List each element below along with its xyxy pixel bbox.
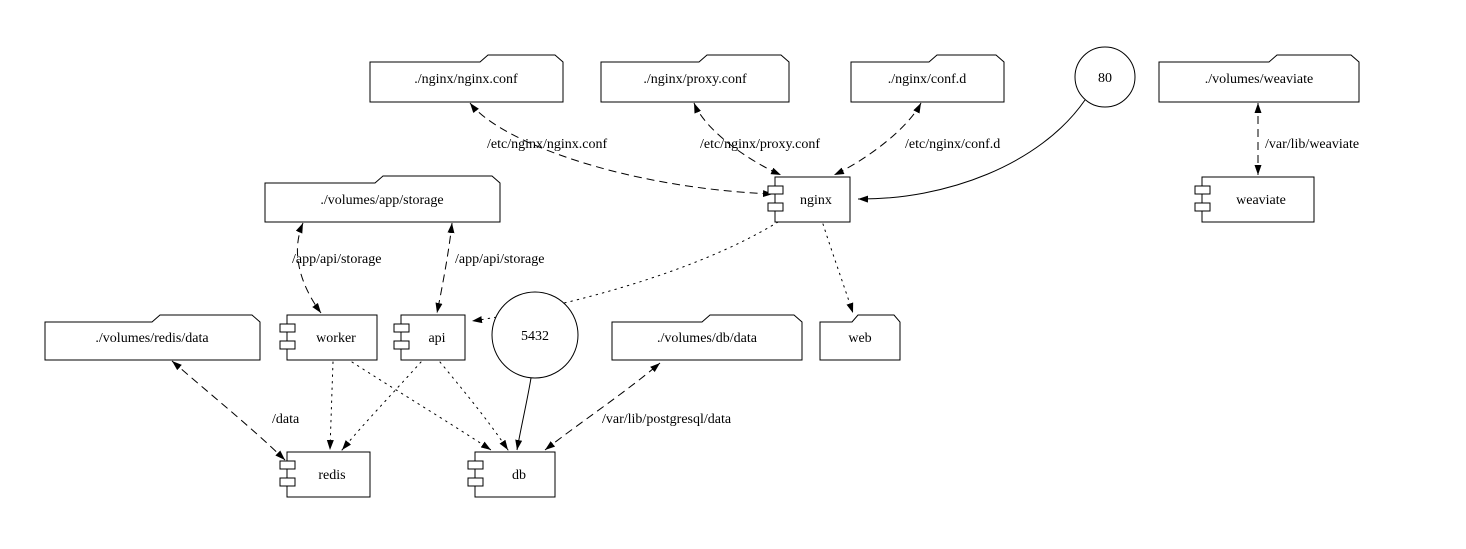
component-node-worker-label: worker: [316, 331, 356, 346]
edge-port-80-to-nginx: [857, 99, 1086, 203]
edge-api-to-db: [439, 361, 509, 451]
edge-port-5432-to-db: [515, 377, 532, 451]
port-node-5432: 5432: [491, 291, 579, 379]
folder-icon: [611, 314, 803, 361]
folder-node-db-data-label: ./volumes/db/data: [657, 331, 758, 346]
edge-proxy-conf-to-nginx: [693, 102, 782, 176]
folder-node-conf-d: ./nginx/conf.d: [850, 54, 1005, 103]
edge-app-storage-to-worker: [295, 222, 322, 314]
component-body: [774, 176, 851, 223]
folder-node-volumes-weaviate-label: ./volumes/weaviate: [1205, 72, 1313, 87]
folder-node-nginx-conf-label: ./nginx/nginx.conf: [414, 72, 518, 87]
edge-label-proxy-conf-mount: /etc/nginx/proxy.conf: [700, 137, 820, 152]
component-tab-icon: [1194, 202, 1211, 212]
edge-app-storage-to-api: [435, 222, 455, 314]
folder-node-volumes-weaviate: ./volumes/weaviate: [1158, 54, 1360, 103]
component-tab-icon: [467, 477, 484, 487]
component-node-redis-label: redis: [318, 468, 345, 483]
component-node-weaviate: weaviate: [1194, 176, 1315, 223]
edge-redis-data-to-redis: [171, 360, 286, 461]
folder-node-nginx-conf: ./nginx/nginx.conf: [369, 54, 564, 103]
component-node-api-label: api: [428, 331, 445, 346]
edge-label-app-storage-worker-mount: /app/api/storage: [292, 252, 381, 267]
component-body: [286, 451, 371, 498]
component-body: [474, 451, 556, 498]
component-node-api: api: [393, 314, 466, 361]
component-node-db: db: [467, 451, 556, 498]
component-tab-icon: [279, 340, 296, 350]
edge-conf-d-to-nginx: [833, 102, 922, 176]
component-node-weaviate-label: weaviate: [1236, 193, 1286, 208]
folder-icon: [44, 314, 261, 361]
folder-icon: [819, 314, 901, 361]
edge-label-db-data-mount: /var/lib/postgresql/data: [602, 412, 732, 427]
port-node-5432-label: 5432: [521, 329, 549, 344]
edge-api-to-redis: [341, 361, 422, 451]
component-body: [1201, 176, 1315, 223]
edge-worker-to-db: [351, 361, 492, 451]
port-circle-icon: [1074, 46, 1136, 108]
folder-node-proxy-conf-label: ./nginx/proxy.conf: [643, 72, 747, 87]
port-node-80: 80: [1074, 46, 1136, 108]
folder-icon: [850, 54, 1005, 103]
component-body: [286, 314, 378, 361]
component-node-worker: worker: [279, 314, 378, 361]
edge-label-app-storage-api-mount: /app/api/storage: [455, 252, 544, 267]
folder-node-app-storage: ./volumes/app/storage: [264, 175, 501, 223]
folder-node-web: web: [819, 314, 901, 361]
folder-icon: [369, 54, 564, 103]
folder-node-app-storage-label: ./volumes/app/storage: [320, 193, 443, 208]
component-node-nginx-label: nginx: [800, 193, 832, 208]
edge-labels-layer: /etc/nginx/nginx.conf /etc/nginx/proxy.c…: [272, 137, 1359, 427]
edge-label-nginx-conf-mount: /etc/nginx/nginx.conf: [487, 137, 607, 152]
folder-node-redis-data: ./volumes/redis/data: [44, 314, 261, 361]
edge-nginx-to-api: [471, 221, 779, 324]
edges-layer: [171, 99, 1262, 461]
port-circle-icon: [491, 291, 579, 379]
edge-db-data-to-db: [544, 362, 661, 451]
folder-icon: [264, 175, 501, 223]
component-tab-icon: [279, 460, 296, 470]
component-body: [400, 314, 466, 361]
edge-label-redis-data-mount: /data: [272, 412, 300, 427]
component-node-redis: redis: [279, 451, 371, 498]
edge-nginx-conf-to-nginx: [469, 102, 774, 198]
port-node-80-label: 80: [1098, 71, 1112, 86]
edge-worker-to-redis: [326, 361, 334, 451]
component-tab-icon: [467, 460, 484, 470]
component-tab-icon: [279, 323, 296, 333]
component-tab-icon: [1194, 185, 1211, 195]
folder-node-redis-data-label: ./volumes/redis/data: [95, 331, 209, 346]
component-tab-icon: [393, 323, 410, 333]
component-tab-icon: [393, 340, 410, 350]
component-node-nginx: nginx: [767, 176, 851, 223]
folder-icon: [600, 54, 790, 103]
folder-node-proxy-conf: ./nginx/proxy.conf: [600, 54, 790, 103]
component-tab-icon: [767, 202, 784, 212]
folder-node-conf-d-label: ./nginx/conf.d: [888, 72, 967, 87]
component-node-db-label: db: [512, 468, 526, 483]
folder-icon: [1158, 54, 1360, 103]
edge-label-conf-d-mount: /etc/nginx/conf.d: [905, 137, 1000, 152]
folder-node-web-label: web: [848, 331, 871, 346]
component-tab-icon: [279, 477, 296, 487]
component-tab-icon: [767, 185, 784, 195]
folder-node-db-data: ./volumes/db/data: [611, 314, 803, 361]
edge-label-weaviate-mount: /var/lib/weaviate: [1265, 137, 1359, 152]
edge-nginx-to-web: [822, 223, 854, 314]
nodes-layer: ./nginx/nginx.conf ./nginx/proxy.conf ./…: [44, 46, 1360, 498]
